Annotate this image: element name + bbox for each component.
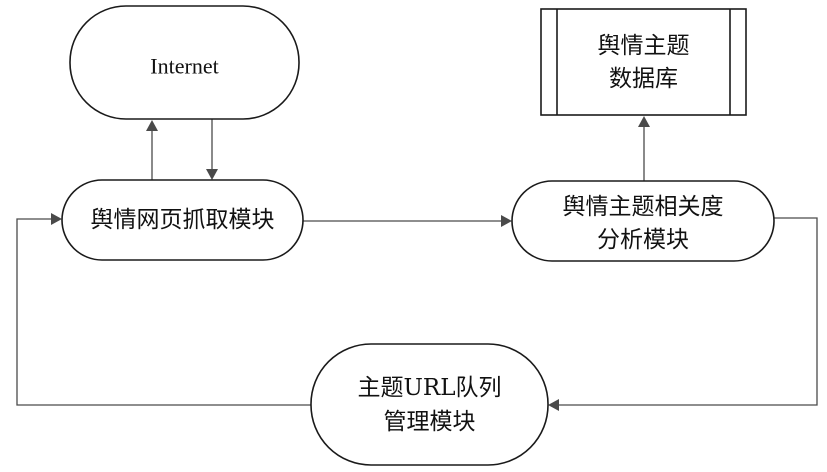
node-database-label-line2: 数据库 (609, 66, 678, 92)
arrowhead-to-crawler-left (51, 213, 62, 225)
arrowhead-to-url-queue (548, 399, 559, 411)
edge-relevance-to-url-queue (558, 217, 818, 406)
node-database-label-line1: 舆情主题 (598, 33, 690, 59)
node-url-queue-label-line2: 管理模块 (384, 409, 476, 435)
arrowhead-to-crawler-top (206, 169, 218, 180)
node-url-queue-label-line1: 主题URL队列 (358, 375, 502, 401)
node-internet-shape (69, 5, 300, 120)
edge-url-queue-to-crawler (16, 218, 311, 406)
edges (16, 116, 818, 411)
node-crawler-label: 舆情网页抓取模块 (91, 207, 275, 233)
arrowhead-to-database (638, 116, 650, 127)
node-relevance: 舆情主题相关度 分析模块 (511, 180, 775, 262)
arrowhead-to-internet (146, 120, 158, 131)
node-database-shape (540, 8, 747, 116)
arrowhead-to-relevance (501, 215, 512, 227)
node-url-queue-shape (310, 343, 549, 466)
node-crawler: 舆情网页抓取模块 (61, 179, 304, 261)
node-internet: Internet (69, 5, 300, 120)
node-relevance-label-line2: 分析模块 (597, 227, 689, 253)
node-relevance-label-line1: 舆情主题相关度 (563, 194, 724, 220)
node-relevance-shape (511, 180, 775, 262)
node-url-queue: 主题URL队列 管理模块 (310, 343, 549, 466)
node-crawler-shape (61, 179, 304, 261)
node-database: 舆情主题 数据库 (540, 8, 747, 116)
node-internet-label: Internet (150, 54, 218, 79)
